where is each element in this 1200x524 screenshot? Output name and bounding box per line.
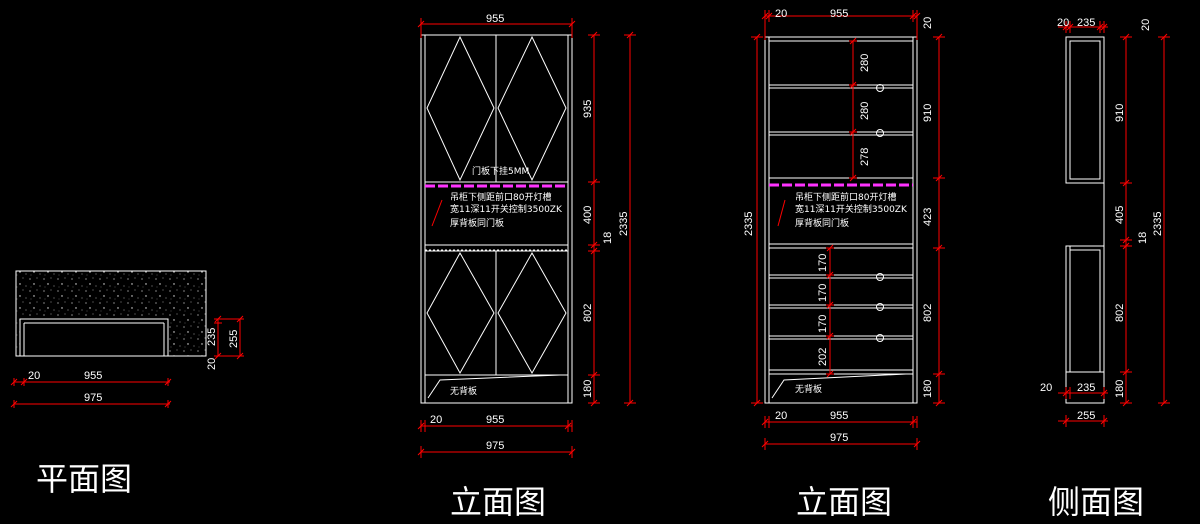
sv-dim-18: 18: [1137, 232, 1149, 244]
elevation-b-title: 立面图: [796, 483, 893, 521]
eb-dim-total: 2335: [743, 212, 755, 236]
eb-dim-170a: 170: [817, 254, 829, 272]
eb-dim-170c: 170: [817, 315, 829, 333]
ea-note-door-hang: 门板下挂5MM: [472, 165, 529, 177]
plan-view-title: 平面图: [36, 460, 133, 498]
ea-dim-bot-total: 975: [486, 440, 504, 452]
plan-dim-235: 235: [206, 328, 218, 346]
eb-note-light-slot: 吊柜下侧距前口80开灯槽: [795, 191, 896, 203]
sv-dim-405: 405: [1114, 206, 1126, 224]
sv-dim-bot-left: 20: [1040, 382, 1052, 394]
eb-dim-802: 802: [922, 304, 934, 322]
eb-dim-right: 20: [922, 17, 934, 29]
elevation-b-outline: [764, 36, 918, 404]
sv-dim-180: 180: [1114, 380, 1126, 398]
sv-dim-802: 802: [1114, 304, 1126, 322]
eb-dim-180: 180: [922, 380, 934, 398]
side-upper-outline: [1065, 36, 1105, 184]
eb-note-switch: 宽11深11开关控制3500ZK: [795, 203, 908, 215]
sv-dim-bot-depth: 235: [1077, 382, 1095, 394]
plan-view: 20 955 975 235 255 20: [10, 270, 244, 408]
sv-dim-top-left: 20: [1057, 17, 1069, 29]
ea-dim-bot-width: 955: [486, 414, 504, 426]
ea-dim-bot-left: 20: [430, 414, 442, 426]
plan-dim-width: 955: [84, 370, 102, 382]
ea-dim-top-width: 955: [486, 13, 504, 25]
eb-dim-423: 423: [922, 208, 934, 226]
sv-dim-bot-total: 255: [1077, 410, 1095, 422]
plan-dim-255: 255: [228, 330, 240, 348]
ea-note-light-slot: 吊柜下侧距前口80开灯槽: [450, 191, 551, 203]
eb-dim-width: 955: [830, 8, 848, 20]
ea-dim-total: 2335: [618, 212, 630, 236]
side-view-title: 侧面图: [1048, 483, 1145, 521]
eb-dim-bot-total: 975: [830, 432, 848, 444]
ea-note-switch: 宽11深11开关控制3500ZK: [450, 203, 563, 215]
eb-dim-910: 910: [922, 104, 934, 122]
cabinet-body: [19, 318, 169, 357]
eb-dim-bot-left: 20: [775, 410, 787, 422]
sv-dim-top-depth: 235: [1077, 17, 1095, 29]
ea-dim-802: 802: [582, 304, 594, 322]
side-lower-outline: [1065, 245, 1105, 404]
ea-dim-935: 935: [582, 100, 594, 118]
eb-dim-left: 20: [775, 8, 787, 20]
ea-dim-18: 18: [602, 232, 614, 244]
eb-note-no-back: 无背板: [795, 383, 822, 395]
ea-note-no-back: 无背板: [450, 385, 477, 397]
ea-note-back: 厚背板同门板: [450, 217, 504, 229]
eb-dim-278: 278: [859, 148, 871, 166]
plan-dim-20: 20: [206, 358, 218, 370]
eb-dim-bot-width: 955: [830, 410, 848, 422]
elevation-b: 20 955 20 280 280 278 910 423 802 180 23…: [743, 8, 945, 450]
eb-note-back: 厚背板同门板: [795, 217, 849, 229]
eb-dim-170b: 170: [817, 284, 829, 302]
eb-dim-202: 202: [817, 348, 829, 366]
plan-dim-left: 20: [28, 370, 40, 382]
eb-dim-280a: 280: [859, 54, 871, 72]
ea-dim-180: 180: [582, 380, 594, 398]
plan-dim-total: 975: [84, 392, 102, 404]
sv-dim-top-right: 20: [1140, 19, 1152, 31]
ea-dim-400: 400: [582, 206, 594, 224]
side-view: 20 235 20 910 405 18 802 180 2335 20 235…: [1040, 17, 1170, 427]
eb-dim-280b: 280: [859, 102, 871, 120]
sv-dim-910: 910: [1114, 104, 1126, 122]
elevation-a: 955 935 400 18 802 180 2335 20 955 975 门…: [417, 13, 636, 458]
elevation-a-title: 立面图: [450, 483, 547, 521]
sv-dim-total: 2335: [1152, 212, 1164, 236]
